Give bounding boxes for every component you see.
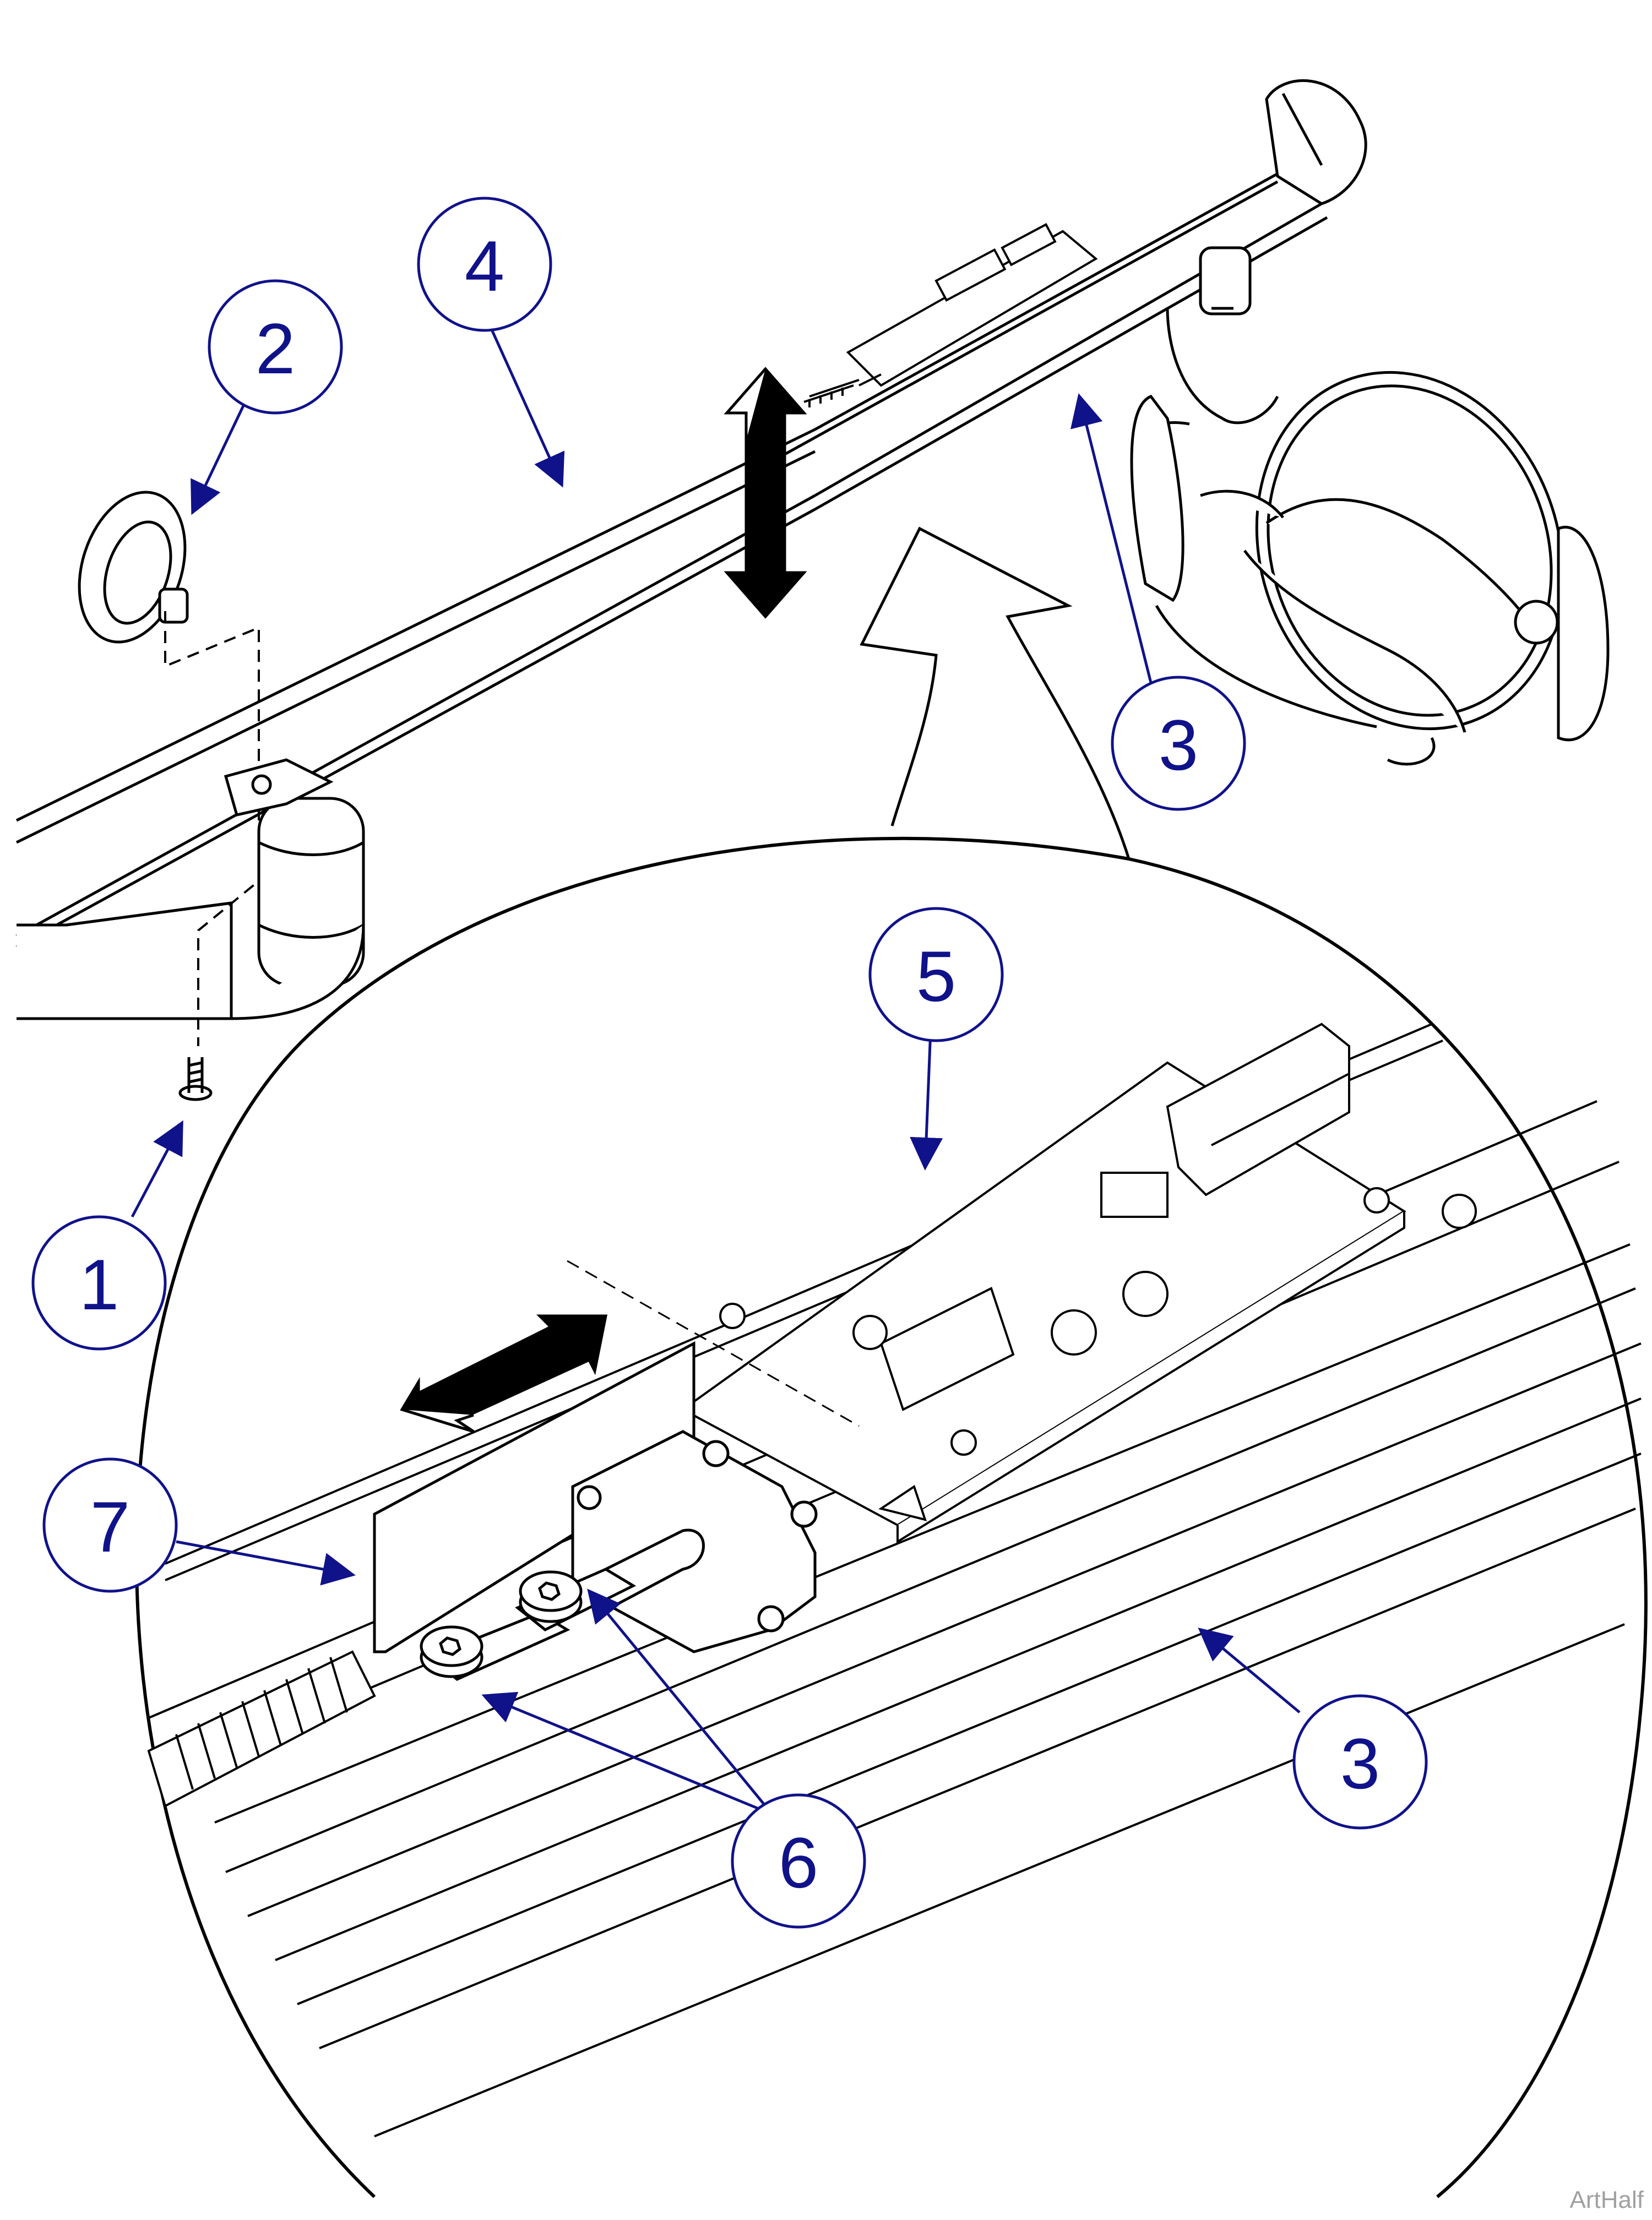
- callout-5: 5: [868, 907, 1004, 1042]
- callout-label: 6: [779, 1822, 818, 1903]
- bracket-screws: [420, 1568, 637, 1681]
- screw: [178, 1057, 213, 1101]
- spring-upper: [803, 384, 854, 407]
- horizontal-movement-arrow: [400, 1314, 608, 1433]
- callout-label: 7: [90, 1487, 130, 1567]
- callout-6: 6: [731, 1793, 866, 1929]
- callout-label: 2: [256, 308, 295, 389]
- spring-detail: [147, 1650, 376, 1808]
- callout-1: 1: [31, 1215, 167, 1351]
- rail-upper: [15, 169, 1328, 949]
- circuit-board: [681, 1022, 1477, 1544]
- callout-7: 7: [42, 1457, 178, 1593]
- callout-3-upper: 3: [1111, 676, 1246, 811]
- light-head: [1130, 246, 1610, 766]
- end-cap: [78, 491, 189, 644]
- zoom-indicator: [860, 526, 1131, 859]
- callout-2: 2: [208, 279, 343, 415]
- rail-mount-arm: [17, 797, 365, 1020]
- callout-label: 3: [1159, 705, 1198, 785]
- credit-label: ArtHalf: [1570, 2186, 1644, 2213]
- callout-label: 3: [1340, 1723, 1380, 1804]
- callout-label: 5: [916, 936, 956, 1016]
- callout-leaders: [131, 313, 1301, 1813]
- detail-alignment-line: [567, 1260, 860, 1427]
- callout-label: 4: [465, 226, 504, 306]
- carriage-upper: [809, 223, 1098, 398]
- vertical-movement-arrow: [724, 367, 807, 619]
- callout-4: 4: [417, 197, 552, 332]
- screw-alignment-line: [164, 611, 260, 1046]
- rail-end-cap: [1265, 79, 1367, 205]
- callout-3-lower: 3: [1292, 1694, 1428, 1830]
- rail-detail: [148, 1023, 1642, 2137]
- callout-label: 1: [79, 1244, 119, 1325]
- rail-bracket: [224, 758, 334, 817]
